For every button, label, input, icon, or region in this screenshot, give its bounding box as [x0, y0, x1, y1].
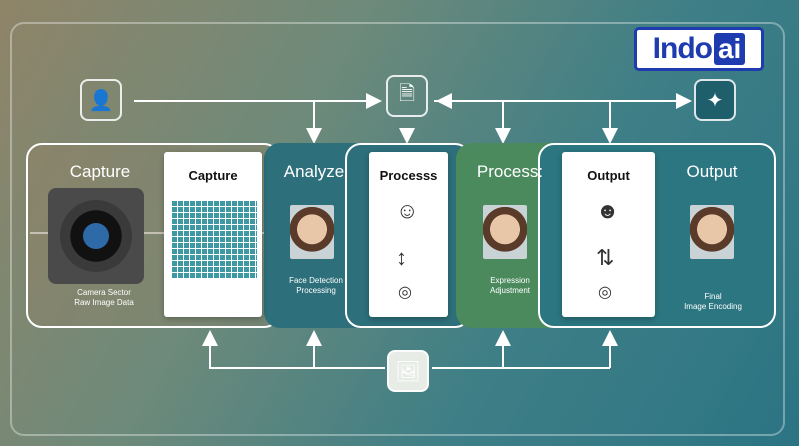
face-image-process [483, 205, 527, 259]
face-image-analyze [290, 205, 334, 259]
brand-logo: Indo ai [634, 27, 764, 71]
process-caption-2: Adjustment [489, 286, 531, 295]
face-mesh-icon: ☻ [596, 198, 620, 223]
process-card [369, 152, 448, 317]
analyze-caption-1: Face Detection [289, 276, 343, 285]
diagram-frame [10, 22, 785, 436]
document-icon: 🗎 [386, 75, 428, 117]
capture-caption-2: Raw Image Data [74, 298, 134, 307]
logo-text-indo: Indo [652, 32, 713, 65]
target-icon: ◎ [598, 284, 612, 301]
face-outline-icon: ☺ [396, 198, 419, 223]
person-icon: 👤 [80, 79, 122, 121]
process-card-title: Processs [379, 168, 438, 183]
camera-lens-icon [60, 200, 132, 272]
analyze-title: Analyze [283, 162, 345, 181]
image-icon: 🖼 [387, 350, 429, 392]
capture-caption-1: Camera Sector [77, 288, 131, 297]
output-card [562, 152, 655, 317]
adjust-icon: ↕ [396, 245, 407, 270]
output-caption-1: Final [704, 292, 722, 301]
pixel-grid [171, 200, 257, 278]
network-icon: ✦ [694, 79, 736, 121]
output-title: Output [686, 162, 738, 181]
camera-module [48, 188, 144, 284]
signal-icon: ⇅ [596, 245, 615, 270]
process-title: Process: [476, 162, 544, 181]
process-caption-1: Expression [490, 276, 530, 285]
logo-text-ai: ai [713, 33, 746, 65]
circle-icon: ◎ [398, 284, 412, 301]
output-card-title: Output [587, 168, 630, 183]
output-caption-2: Image Encoding [684, 302, 742, 311]
capture-card-title: Capture [188, 168, 238, 183]
face-image-output [690, 205, 734, 259]
capture-title: Capture [69, 162, 131, 181]
analyze-caption-2: Processing [296, 286, 336, 295]
